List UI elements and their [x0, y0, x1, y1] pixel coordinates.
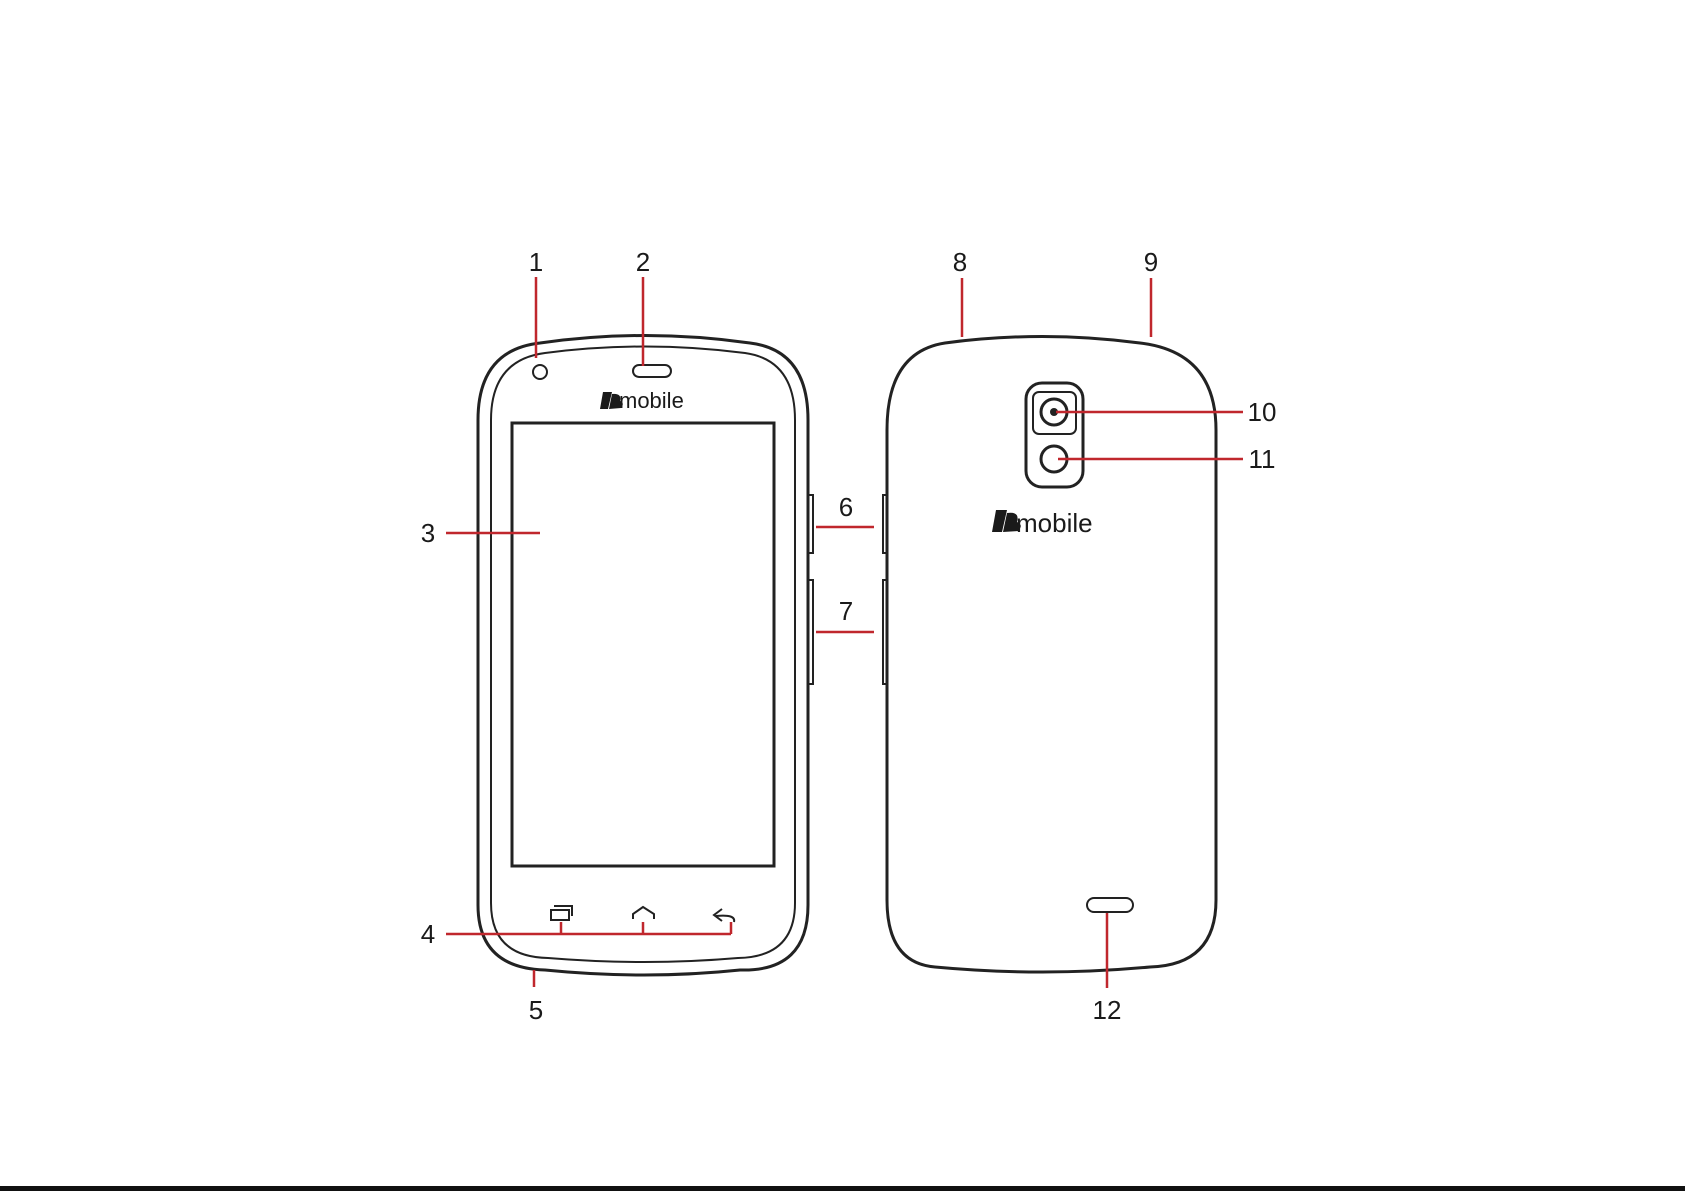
back-arrow-icon	[714, 909, 734, 922]
front-inner-bezel	[491, 347, 795, 963]
back-logo: mobile	[992, 508, 1093, 538]
back-logo-text: mobile	[1016, 508, 1093, 538]
front-outer-body	[478, 336, 808, 976]
callout-3: 3	[421, 518, 435, 548]
leader-lines	[446, 277, 1243, 988]
back-side-button-lower	[883, 580, 887, 684]
callout-4: 4	[421, 919, 435, 949]
callout-8: 8	[953, 247, 967, 277]
callout-10: 10	[1248, 397, 1277, 427]
callout-2: 2	[636, 247, 650, 277]
loudspeaker-icon	[1087, 898, 1133, 912]
back-side-button-upper	[883, 495, 887, 553]
front-screen	[512, 423, 774, 866]
recent-apps-icon	[551, 906, 572, 920]
volume-button	[808, 580, 813, 684]
callout-6: 6	[839, 492, 853, 522]
power-button	[808, 495, 813, 553]
front-logo: mobile	[600, 388, 684, 413]
earpiece-speaker-icon	[633, 365, 671, 377]
callout-labels: 1 2 3 4 5 6 7 8 9 10 11 12	[421, 247, 1277, 1025]
callout-1: 1	[529, 247, 543, 277]
back-outer-body	[887, 337, 1216, 973]
callout-9: 9	[1144, 247, 1158, 277]
front-logo-text: mobile	[619, 388, 684, 413]
callout-7: 7	[839, 596, 853, 626]
callout-11: 11	[1249, 444, 1276, 474]
front-camera-icon	[533, 365, 547, 379]
phone-front: mobile	[478, 336, 813, 976]
callout-12: 12	[1093, 995, 1122, 1025]
phone-back: mobile	[883, 337, 1216, 973]
callout-5: 5	[529, 995, 543, 1025]
bottom-border	[0, 1186, 1685, 1191]
home-icon	[633, 907, 654, 919]
